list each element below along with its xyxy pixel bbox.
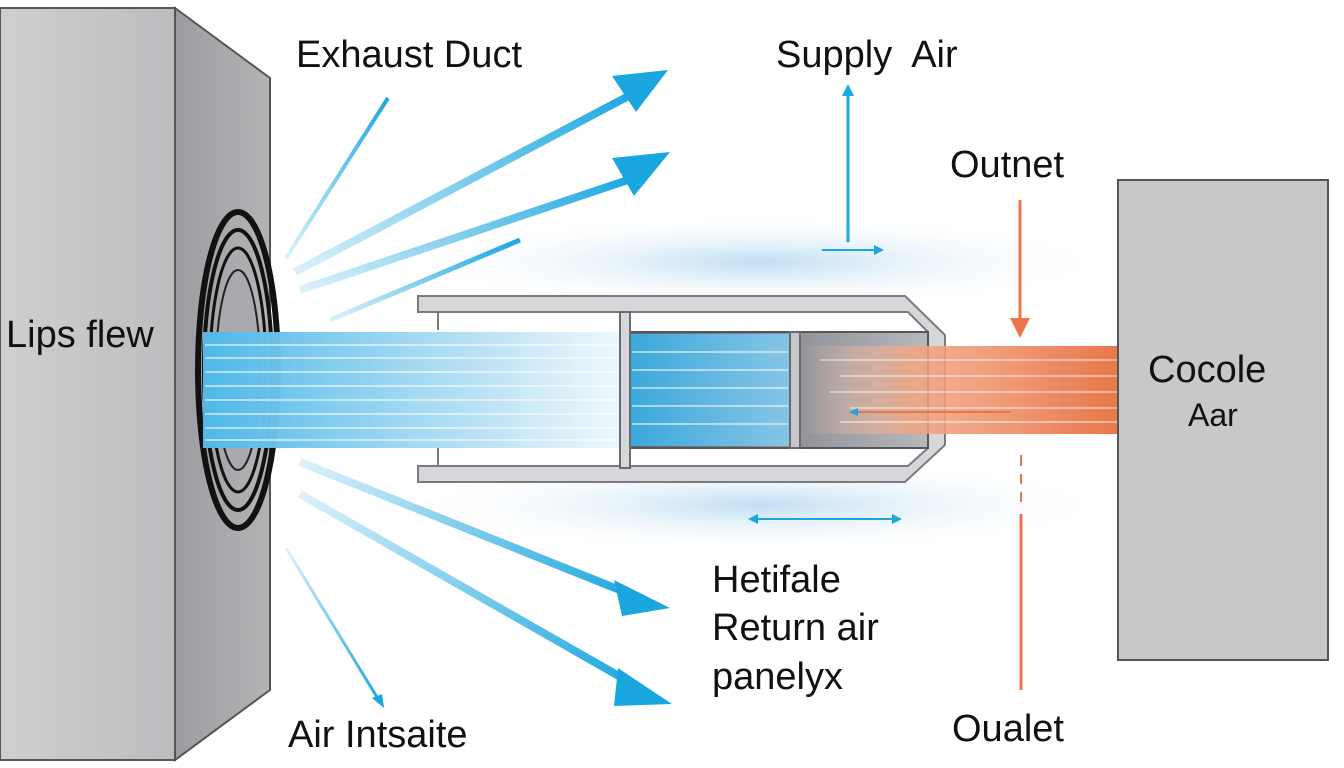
label-air-intake: Air Intsaite [288,714,468,756]
lower-airflow-arrows [284,458,672,708]
label-exhaust-duct: Exhaust Duct [296,34,522,76]
exhaust-leader-line [284,96,390,260]
outnet-arrow [1010,200,1030,338]
supply-air-arrow [822,84,884,255]
label-return-air-panel: Hetifale Return air panelyx [712,556,879,701]
label-oualet: Oualet [952,708,1064,750]
return-air-double-arrow [748,514,902,524]
warm-air-beam [800,346,1120,434]
label-supply-air: Supply Air [776,34,958,76]
label-panelyx: panelyx [712,655,843,698]
upper-arrow-head-1 [612,70,668,112]
lower-arrow-head-2 [614,668,672,706]
right-box [1117,179,1329,661]
upper-arrow-head-2 [612,152,670,196]
lower-arrow-head-1 [614,580,670,616]
label-outnet: Outnet [950,144,1065,186]
label-aar: Aar [1188,397,1238,433]
upper-airflow-arrows [284,70,670,323]
label-lips-flew: Lips flew [6,314,154,356]
label-hetifale: Hetifale [712,559,841,601]
label-return-air: Return air [712,607,879,650]
intake-leader-line [284,547,382,703]
airflow-haze-top [400,214,1120,310]
label-cocole: Cocole [1148,349,1267,391]
